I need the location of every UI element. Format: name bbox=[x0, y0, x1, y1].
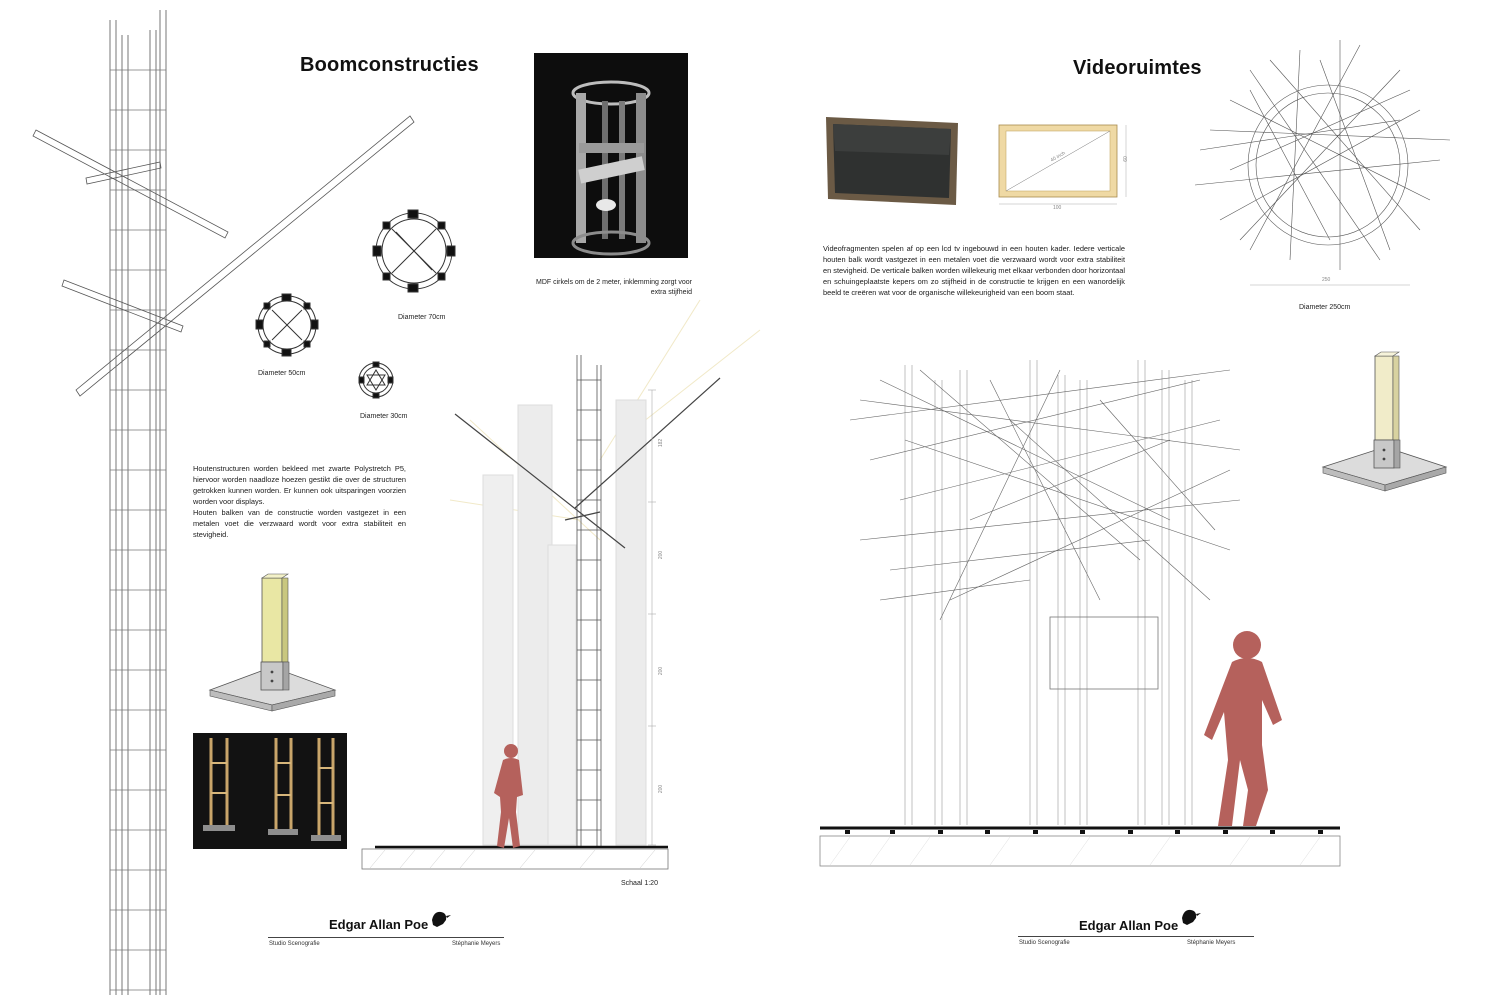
scale-label: Schaal 1:20 bbox=[621, 880, 658, 887]
footer-studio-right: Studio Scenografie bbox=[1019, 940, 1070, 946]
photo-caption: MDF cirkels om de 2 meter, inklemming zo… bbox=[536, 279, 692, 296]
diameter-250-label: Diameter 250cm bbox=[1299, 304, 1351, 311]
tall-tree-elevation bbox=[32, 10, 415, 995]
videoruimte-elevation bbox=[819, 360, 1341, 867]
plan-dim: 250 bbox=[1322, 277, 1331, 283]
left-description: Houtenstructuren worden bekleed met zwar… bbox=[193, 463, 406, 540]
circle-plan-70 bbox=[372, 209, 456, 293]
footer-author-right: Stéphanie Meyers bbox=[1187, 940, 1236, 946]
frame-width: 100 bbox=[1053, 205, 1062, 211]
dim-label-2: 200 bbox=[658, 550, 665, 560]
videoruimte-plan bbox=[1194, 40, 1451, 286]
lcd-tv-photo bbox=[824, 115, 960, 208]
raven-logo-right bbox=[1182, 909, 1201, 925]
metal-foot-left bbox=[208, 573, 337, 712]
dim-label-1: 182 bbox=[658, 438, 665, 448]
footer-brand-left: Edgar Allan Poe bbox=[329, 917, 429, 932]
right-title: Videoruimtes bbox=[1073, 57, 1202, 79]
left-title: Boomconstructies bbox=[300, 54, 479, 76]
human-figure-right bbox=[1204, 631, 1282, 826]
footer-rule-left bbox=[268, 937, 504, 938]
footer-brand-right: Edgar Allan Poe bbox=[1079, 918, 1179, 933]
frame-height: 60 bbox=[1122, 156, 1129, 162]
circle-plan-30 bbox=[358, 361, 394, 399]
footer-author-left: Stéphanie Meyers bbox=[452, 941, 501, 947]
raven-logo-left bbox=[432, 911, 451, 927]
left-column-elevation bbox=[361, 299, 761, 870]
footer-studio-left: Studio Scenografie bbox=[269, 941, 320, 947]
dim-label-4: 200 bbox=[658, 784, 665, 794]
mdf-circle-photo bbox=[534, 53, 688, 258]
human-figure-left bbox=[494, 744, 523, 848]
diameter-30-label: Diameter 30cm bbox=[360, 413, 408, 420]
dim-label-3: 200 bbox=[658, 666, 665, 676]
left-description-p1: Houtenstructuren worden bekleed met zwar… bbox=[193, 464, 406, 506]
video-frame-drawing bbox=[998, 124, 1127, 205]
diameter-70-label: Diameter 70cm bbox=[398, 314, 446, 321]
left-description-p2: Houten balken van de constructie worden … bbox=[193, 508, 406, 539]
metal-foot-right bbox=[1321, 351, 1448, 492]
diameter-50-label: Diameter 50cm bbox=[258, 370, 306, 377]
wooden-structures-photo bbox=[193, 733, 347, 849]
footer-rule-right bbox=[1018, 936, 1254, 937]
right-description: Videofragmenten spelen af op een lcd tv … bbox=[823, 244, 1125, 297]
circle-plan-50 bbox=[255, 293, 319, 357]
